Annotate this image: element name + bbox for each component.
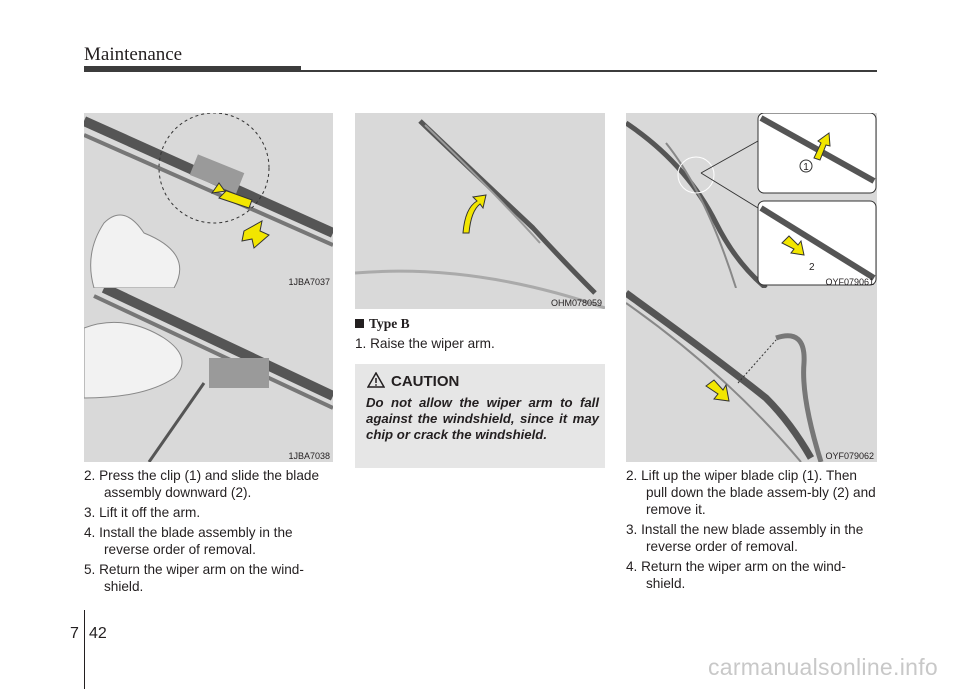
- list-item: 1. Raise the wiper arm.: [355, 336, 495, 351]
- figure-code: OHM078059: [550, 298, 602, 308]
- list-item: 4. Install the blade assembly in the rev…: [84, 525, 293, 557]
- callout-1: 1: [803, 162, 809, 173]
- list-item: 3. Install the new blade assembly in the…: [626, 522, 864, 554]
- figure-lift-clip: 1 2 OYF079061: [626, 113, 877, 288]
- page-number: 42: [89, 625, 107, 642]
- caution-text: Do not allow the wiper arm to fall again…: [366, 395, 599, 442]
- figure-remove-blade: OYF079062: [626, 288, 877, 462]
- figure-code: 1JBA7038: [288, 451, 330, 461]
- caution-title: CAUTION: [391, 373, 460, 390]
- watermark[interactable]: carmanualsonline.info: [707, 654, 938, 680]
- list-item: 3. Lift it off the arm.: [84, 505, 201, 520]
- figure-lift-blade: 1JBA7038: [84, 288, 333, 462]
- list-item: 2. Press the clip (1) and slide the blad…: [84, 468, 320, 500]
- figure-code: OYF079062: [825, 451, 874, 461]
- right-steps: 2. Lift up the wiper blade clip (1). The…: [626, 467, 880, 595]
- figure-code: OYF079061: [825, 277, 874, 287]
- raise-arrow: [462, 194, 487, 234]
- section-heading-label: Type B: [369, 316, 410, 331]
- pull-blade-arrow: [781, 235, 805, 256]
- callout-2: 2: [809, 262, 815, 273]
- page-header-title: Maintenance: [84, 44, 183, 65]
- caution-box: CAUTION Do not allow the wiper arm to fa…: [355, 364, 605, 468]
- press-arrow: [210, 182, 253, 209]
- footer-rule: [84, 610, 85, 689]
- figure-press-clip: 1JBA7037: [84, 113, 333, 288]
- chapter-number: 7: [70, 625, 79, 642]
- list-item: 5. Return the wiper arm on the wind-shie…: [84, 562, 304, 594]
- list-item: 2. Lift up the wiper blade clip (1). The…: [626, 468, 876, 517]
- figure-raise-arm: OHM078059: [355, 113, 605, 309]
- list-item: 4. Return the wiper arm on the wind-shie…: [626, 559, 846, 591]
- square-bullet-icon: [355, 319, 364, 328]
- warning-icon: [367, 372, 385, 388]
- remove-arrow: [705, 379, 730, 402]
- figure-code: 1JBA7037: [288, 277, 330, 287]
- header-bar: [84, 66, 301, 72]
- slide-arrow: [241, 220, 270, 249]
- section-heading: Type B: [355, 316, 410, 332]
- lift-clip-arrow: [813, 132, 831, 161]
- header-rule: [301, 70, 877, 72]
- left-steps: 2. Press the clip (1) and slide the blad…: [84, 467, 336, 598]
